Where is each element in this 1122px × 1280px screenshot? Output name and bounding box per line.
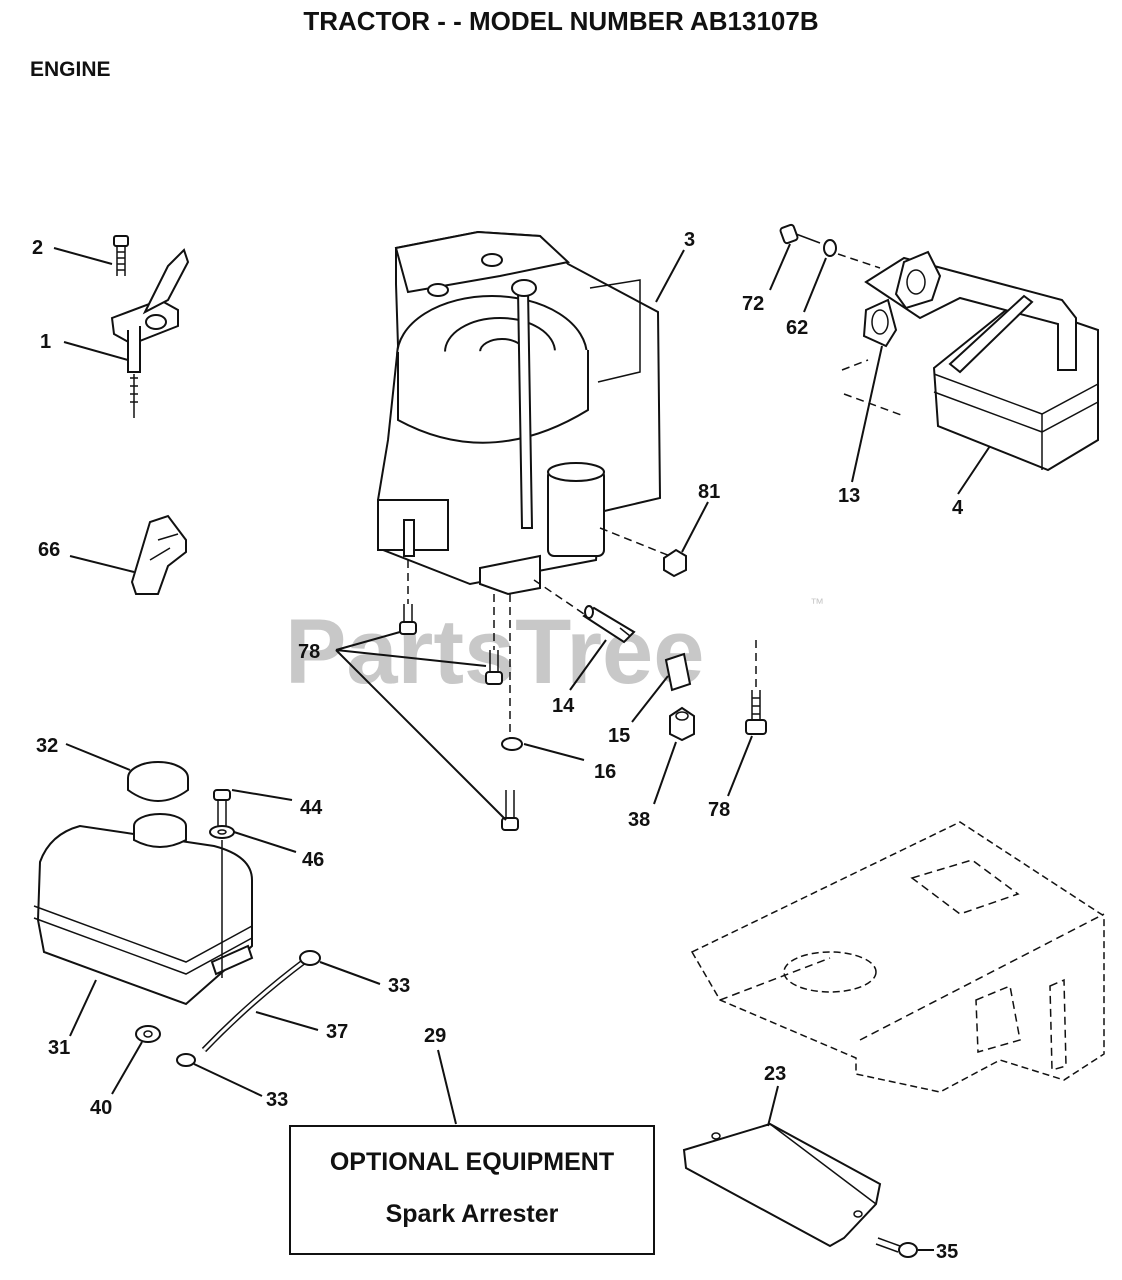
alignment-line bbox=[841, 359, 905, 417]
part-35-screw[interactable] bbox=[875, 1237, 918, 1258]
callout-14: 14 bbox=[552, 695, 575, 717]
part-32-fuel-cap[interactable] bbox=[127, 761, 189, 802]
part-1-throttle-control[interactable] bbox=[110, 248, 190, 418]
part-81-nut[interactable] bbox=[663, 548, 687, 578]
callout-33-a: 33 bbox=[388, 975, 410, 997]
part-3-engine[interactable] bbox=[377, 230, 662, 596]
tractor-frame bbox=[690, 821, 1105, 1093]
callout-2: 2 bbox=[32, 237, 43, 259]
part-78-bolt-d[interactable] bbox=[745, 690, 767, 735]
part-2-screw[interactable] bbox=[113, 235, 129, 276]
callout-16: 16 bbox=[594, 761, 616, 783]
optional-equipment-title: OPTIONAL EQUIPMENT bbox=[330, 1148, 614, 1176]
part-78-bolt-b[interactable] bbox=[485, 650, 503, 685]
part-66-bracket[interactable] bbox=[130, 514, 187, 595]
part-37-fuel-line[interactable] bbox=[201, 957, 308, 1053]
part-62-lockwasher[interactable] bbox=[823, 239, 837, 257]
alignment-line bbox=[837, 253, 881, 269]
callout-62: 62 bbox=[786, 317, 808, 339]
callout-72: 72 bbox=[742, 293, 764, 315]
callout-81: 81 bbox=[698, 481, 720, 503]
callout-32: 32 bbox=[36, 735, 58, 757]
callout-46: 46 bbox=[302, 849, 324, 871]
part-72-bolt[interactable] bbox=[779, 223, 821, 245]
part-14-spacer[interactable] bbox=[582, 605, 636, 644]
callout-38: 38 bbox=[628, 809, 650, 831]
watermark-trademark: ™ bbox=[810, 595, 824, 611]
callout-1: 1 bbox=[40, 331, 51, 353]
part-23-spark-arrester[interactable] bbox=[682, 1122, 882, 1248]
callout-66: 66 bbox=[38, 539, 60, 561]
page-title: TRACTOR - - MODEL NUMBER AB13107B bbox=[303, 6, 819, 36]
callout-44: 44 bbox=[300, 797, 323, 819]
part-31-fuel-tank[interactable] bbox=[33, 813, 254, 1006]
callout-78-a: 78 bbox=[298, 641, 320, 663]
callout-78-b: 78 bbox=[708, 799, 730, 821]
part-40-grommet[interactable] bbox=[135, 1025, 161, 1043]
part-16-washer[interactable] bbox=[501, 737, 523, 751]
part-44-screw[interactable] bbox=[213, 789, 231, 826]
callout-labels: 2 1 3 72 62 13 4 81 66 78 14 15 16 38 78… bbox=[32, 229, 964, 1263]
callout-13: 13 bbox=[838, 485, 860, 507]
alignment-line bbox=[407, 560, 757, 744]
part-46-washer[interactable] bbox=[209, 825, 235, 839]
callout-31: 31 bbox=[48, 1037, 70, 1059]
alignment-line bbox=[599, 527, 671, 557]
callout-40: 40 bbox=[90, 1097, 112, 1119]
leader-lines bbox=[53, 243, 991, 1251]
part-33-clamp-b[interactable] bbox=[176, 1053, 196, 1067]
callout-37: 37 bbox=[326, 1021, 348, 1043]
part-13-gasket[interactable] bbox=[862, 298, 898, 348]
callout-33-b: 33 bbox=[266, 1089, 288, 1111]
part-33-clamp-a[interactable] bbox=[299, 950, 321, 966]
part-38-nut[interactable] bbox=[669, 706, 695, 742]
callout-3: 3 bbox=[684, 229, 695, 251]
part-78-bolt-a[interactable] bbox=[399, 604, 417, 635]
section-title: ENGINE bbox=[30, 58, 111, 81]
callout-4: 4 bbox=[952, 497, 964, 519]
callout-15: 15 bbox=[608, 725, 630, 747]
part-78-bolt-c[interactable] bbox=[501, 790, 519, 831]
part-15-sleeve[interactable] bbox=[664, 652, 692, 692]
callout-29: 29 bbox=[424, 1025, 446, 1047]
callout-35: 35 bbox=[936, 1241, 958, 1263]
callout-23: 23 bbox=[764, 1063, 786, 1085]
spark-arrester-label: Spark Arrester bbox=[386, 1200, 559, 1228]
optional-equipment-box: OPTIONAL EQUIPMENT Spark Arrester bbox=[289, 1125, 655, 1255]
part-4-muffler[interactable] bbox=[864, 250, 1099, 472]
